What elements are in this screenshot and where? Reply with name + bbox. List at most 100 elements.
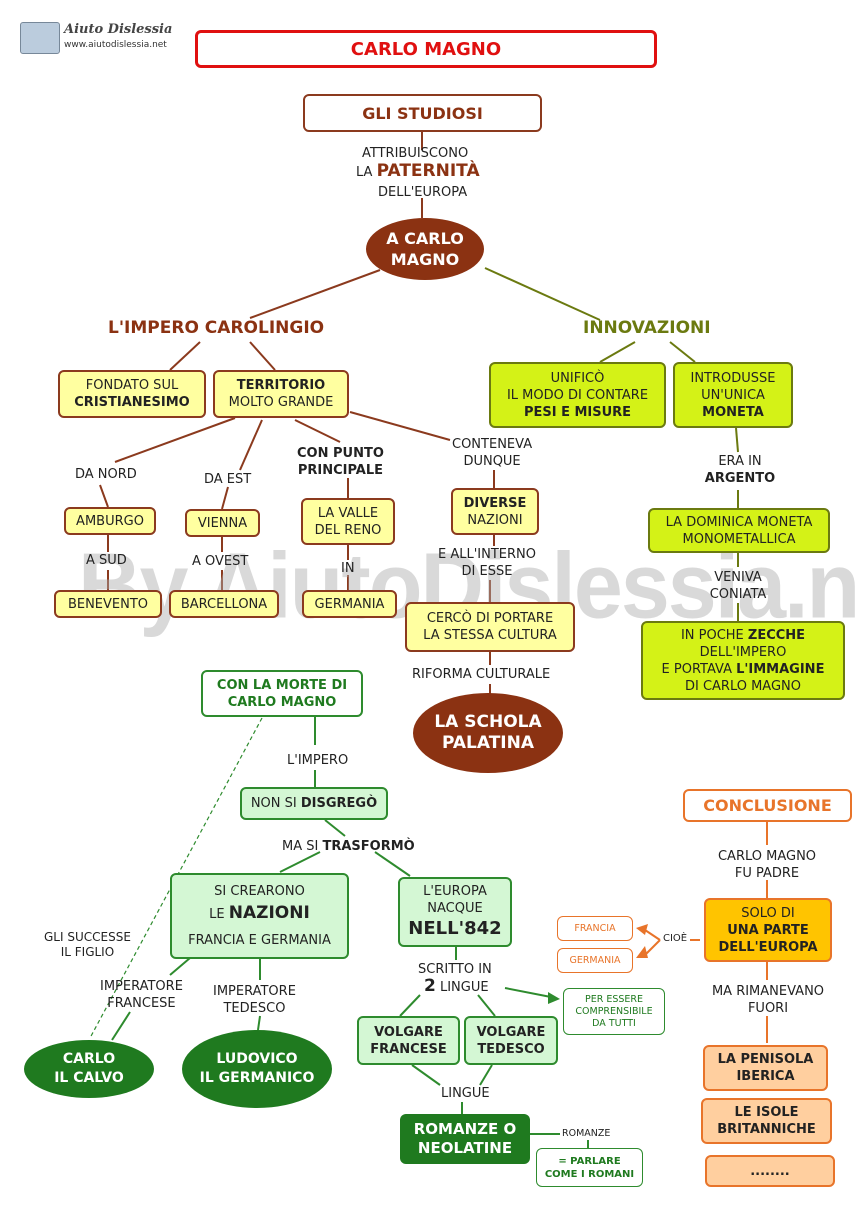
morte-box: CON LA MORTE DI CARLO MAGNO [201, 670, 363, 717]
volgare-francese-line2: FRANCESE [370, 1041, 447, 1057]
a-ovest-label: A OVEST [192, 554, 249, 569]
zecche-line4: DI CARLO MAGNO [684, 678, 802, 694]
cerco-box: CERCÒ DI PORTARE LA STESSA CULTURA [405, 602, 575, 652]
britanniche-line1: LE ISOLE [734, 1105, 799, 1120]
conteneva-line2: DUNQUE [463, 454, 521, 469]
zecche-word: ZECCHE [747, 627, 806, 643]
cerco-line2: LA STESSA CULTURA [423, 628, 557, 643]
morte-line1: CON LA MORTE DI [216, 677, 348, 693]
territorio-line2: MOLTO GRANDE [228, 395, 334, 410]
dominica-line2: MONOMETALLICA [682, 531, 796, 547]
veniva-line2: CONIATA [709, 587, 767, 602]
calvo-line2: IL CALVO [54, 1070, 124, 1086]
parlare-box: = PARLARE COME I ROMANI [536, 1148, 643, 1187]
unifico-box: UNIFICÒ IL MODO DI CONTARE PESI E MISURE [489, 362, 666, 428]
trasformo-label: MA SI TRASFORMÒ [282, 838, 415, 855]
volgare-tedesco-line2: TEDESCO [477, 1041, 545, 1057]
padre-line2: FU PADRE [734, 866, 800, 881]
zecche-line1a: IN POCHE [680, 627, 748, 643]
la-word: LA [356, 165, 373, 180]
per-essere-box: PER ESSERE COMPRENSIBILE DA TUTTI [563, 988, 665, 1035]
carlo-magno-line2: MAGNO [390, 250, 460, 269]
dots-box: ........ [705, 1155, 835, 1187]
fondato-line1: FONDATO SUL [85, 378, 179, 393]
zecche-line2: DELL'IMPERO [699, 644, 787, 660]
volgare-tedesco-line1: VOLGARE [476, 1024, 546, 1040]
padre-line1: CARLO MAGNO [717, 849, 817, 864]
europa-label: DELL'EUROPA [378, 185, 468, 200]
cioe-label: CIOÈ [663, 933, 688, 944]
calvo-ellipse: CARLO IL CALVO [24, 1040, 154, 1098]
iberica-line2: IBERICA [736, 1069, 795, 1084]
con-punto-line1: CON PUNTO [297, 446, 384, 461]
lingue-word: LINGUE [439, 980, 489, 995]
dominica-line1: LA DOMINICA MONETA [665, 514, 813, 530]
zecche-line1: IN POCHE ZECCHE [681, 627, 805, 644]
per-essere-line3: DA TUTTI [592, 1017, 636, 1029]
introdusse-line1: INTRODUSSE [690, 370, 776, 386]
paternita-word: PATERNITÀ [376, 161, 480, 181]
schola-line1: LA SCHOLA [434, 712, 542, 732]
disgrego-a: NON SI [250, 796, 301, 811]
impero-label: L'IMPERO [287, 753, 349, 768]
per-essere-line2: COMPRENSIBILE [575, 1005, 653, 1017]
vienna-box: VIENNA [185, 509, 260, 537]
unifico-line1: UNIFICÒ [550, 370, 605, 386]
francia-box: FRANCIA [557, 916, 633, 941]
volgare-francese-box: VOLGARE FRANCESE [357, 1016, 460, 1065]
disgrego-word: DISGREGÒ [300, 796, 378, 811]
veniva-line1: VENIVA [714, 570, 762, 585]
due-word: 2 [424, 976, 436, 996]
era-in-label: ERA IN ARGENTO [700, 453, 780, 487]
zecche-line3: E PORTAVA L'IMMAGINE [662, 661, 825, 678]
nell842-word: NELL'842 [408, 918, 502, 939]
successe-label: GLI SUCCESSE IL FIGLIO [44, 930, 131, 960]
ludovico-line1: LUDOVICO [216, 1051, 298, 1067]
imp-francese-line2: FRANCESE [107, 996, 176, 1011]
studiosi-box: GLI STUDIOSI [303, 94, 542, 132]
imp-francese-label: IMPERATORE FRANCESE [100, 978, 183, 1012]
romanze-box: ROMANZE O NEOLATINE [400, 1114, 530, 1164]
disgrego-box: NON SI DISGREGÒ [240, 787, 388, 820]
rimanevano-line2: FUORI [747, 1001, 789, 1016]
valle-box: LA VALLE DEL RENO [301, 498, 395, 545]
con-punto-line2: PRINCIPALE [297, 463, 384, 478]
romanze-label: ROMANZE [562, 1128, 611, 1139]
barcellona-box: BARCELLONA [169, 590, 279, 618]
trasformo-a: MA SI [282, 839, 323, 854]
conclusione-box: CONCLUSIONE [683, 789, 852, 822]
nazioni-line1: SI CREARONO [214, 884, 305, 899]
cerco-line1: CERCÒ DI PORTARE [426, 611, 554, 626]
parte-box: SOLO DI UNA PARTE DELL'EUROPA [704, 898, 832, 962]
paternita-label: LA PATERNITÀ [356, 163, 480, 181]
a-sud-label: A SUD [86, 553, 127, 568]
germania-concl-box: GERMANIA [557, 948, 633, 973]
imp-francese-line1: IMPERATORE [100, 979, 183, 994]
schola-ellipse: LA SCHOLA PALATINA [413, 693, 563, 773]
per-essere-line1: PER ESSERE [584, 993, 644, 1005]
parte-line3: DELL'EUROPA [718, 939, 818, 955]
logo-url: www.aiutodislessia.net [64, 40, 167, 50]
con-punto-label: CON PUNTO PRINCIPALE [297, 445, 384, 479]
nazioni-le: LE [209, 907, 229, 922]
parte-line1: SOLO DI [741, 905, 795, 921]
scritto-label: SCRITTO IN [418, 962, 492, 977]
conteneva-line1: CONTENEVA [452, 437, 533, 452]
benevento-box: BENEVENTO [54, 590, 162, 618]
nazioni-box: SI CREARONO LE NAZIONI FRANCIA E GERMANI… [170, 873, 349, 959]
book-icon [20, 22, 60, 54]
disgrego-line: NON SI DISGREGÒ [251, 795, 377, 812]
territorio-box: TERRITORIO MOLTO GRANDE [213, 370, 349, 418]
introdusse-line2: UN'UNICA [701, 387, 765, 403]
iberica-line1: LA PENISOLA [717, 1052, 814, 1067]
amburgo-box: AMBURGO [64, 507, 156, 535]
imp-tedesco-line1: IMPERATORE [213, 984, 296, 999]
carlo-magno-ellipse: A CARLO MAGNO [366, 218, 484, 280]
europa-842-line1: L'EUROPA [423, 884, 487, 899]
logo-name: Aiuto Dislessia [64, 22, 173, 37]
page-title: CARLO MAGNO [195, 30, 657, 68]
due-lingue-label: 2 LINGUE [424, 978, 489, 996]
in-label: IN [341, 561, 355, 576]
europa-842-line2: NACQUE [427, 901, 483, 916]
logo[interactable]: Aiuto Dislessia www.aiutodislessia.net [20, 18, 175, 58]
